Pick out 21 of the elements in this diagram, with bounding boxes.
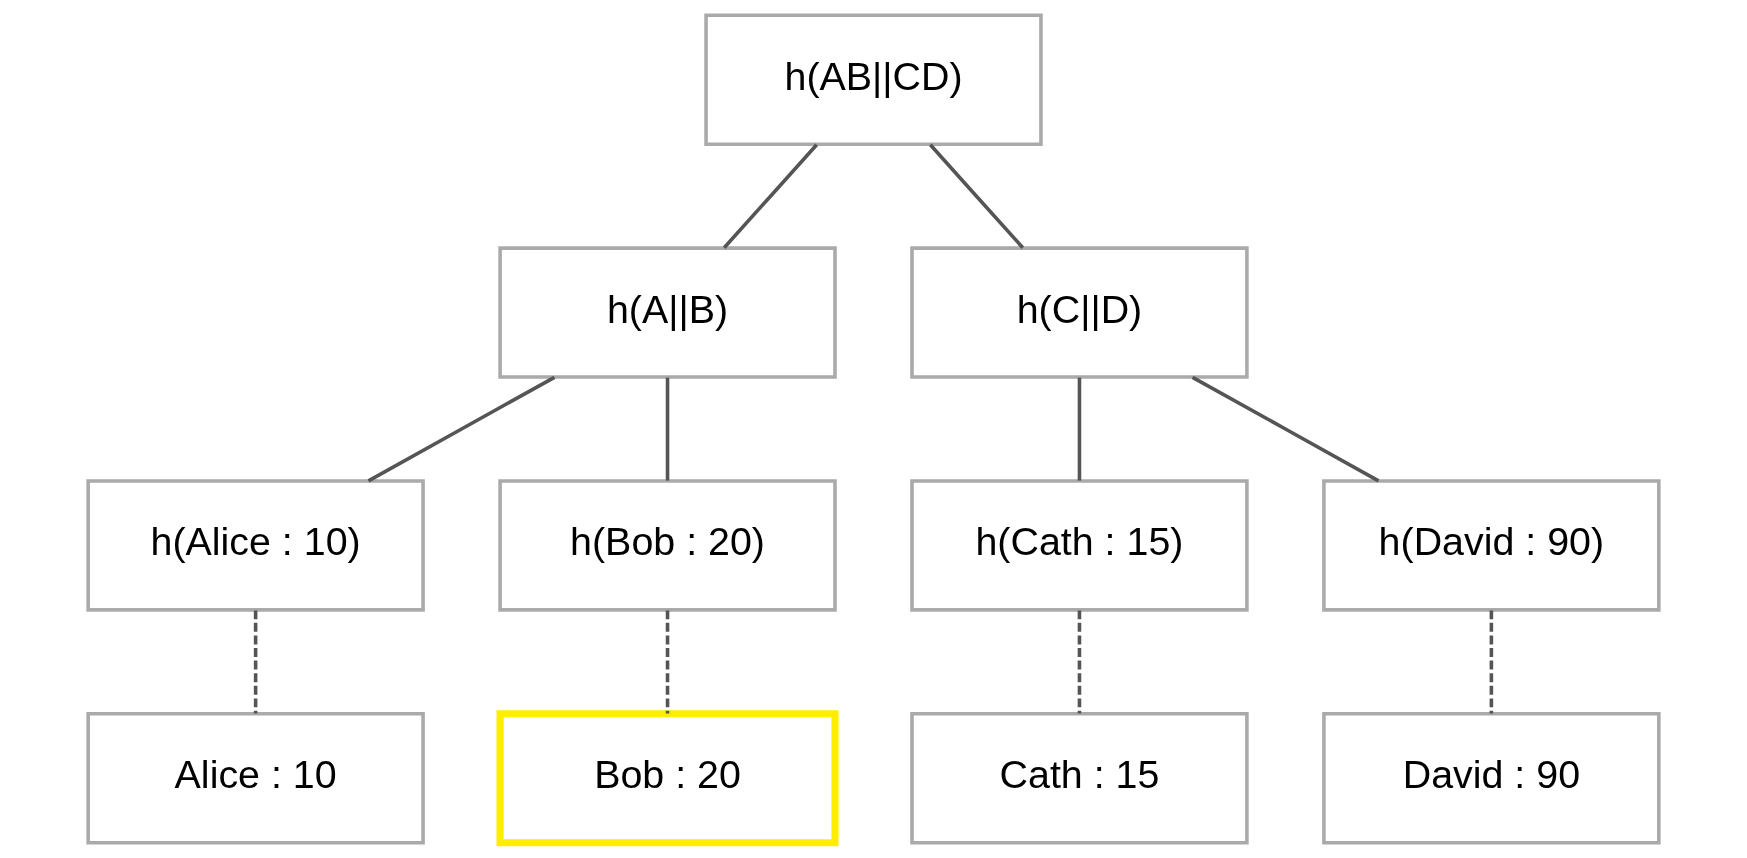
- connector: [1489, 610, 1494, 714]
- connector: [1077, 377, 1082, 481]
- connector: [665, 610, 670, 714]
- connector: [929, 143, 1025, 249]
- connector: [367, 375, 556, 483]
- node-box: h(Alice : 10): [86, 479, 425, 612]
- node-box: h(AB||CD): [704, 13, 1043, 147]
- node-box: Alice : 10: [86, 711, 425, 845]
- node-box: h(Cath : 15): [910, 479, 1249, 612]
- connector: [665, 377, 670, 481]
- node-box: Cath : 15: [910, 711, 1249, 845]
- connector: [1077, 610, 1082, 714]
- node-box: David : 90: [1322, 711, 1661, 845]
- connector: [722, 143, 818, 249]
- node-box: h(C||D): [910, 246, 1249, 379]
- node-box: h(A||B): [498, 246, 837, 379]
- connector: [253, 610, 258, 714]
- connector: [1191, 375, 1380, 483]
- node-box: Bob : 20: [496, 710, 839, 847]
- node-box: h(Bob : 20): [498, 479, 837, 612]
- node-box: h(David : 90): [1322, 479, 1661, 612]
